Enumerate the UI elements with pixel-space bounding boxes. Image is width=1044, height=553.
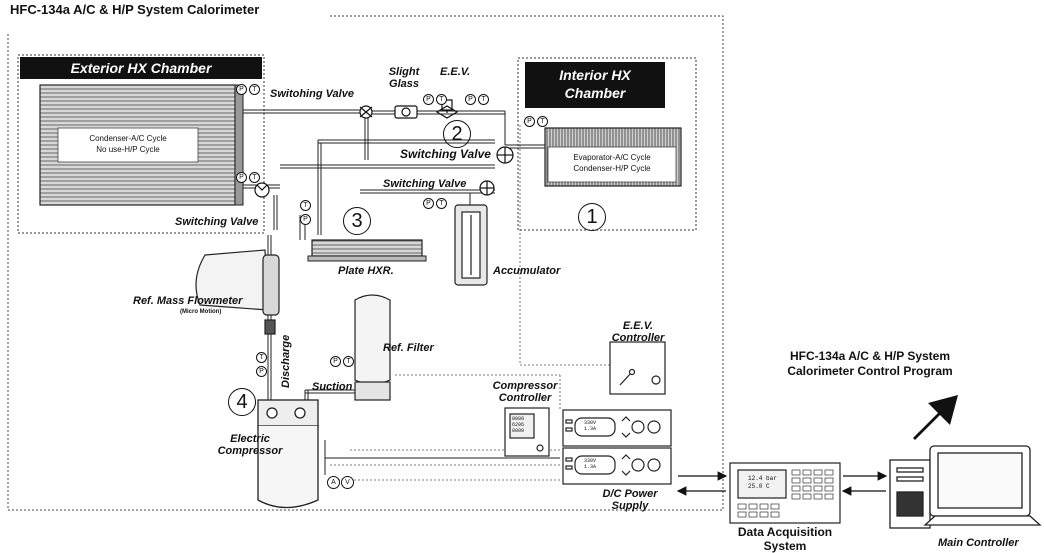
mass-flowmeter-label: Ref. Mass Flowmeter	[133, 295, 243, 307]
pressure-sensor-icon: P	[256, 366, 267, 377]
electric-compressor-label: Electric Compressor	[217, 433, 283, 457]
system-boundary	[7, 15, 724, 511]
pressure-sensor-icon: P	[423, 198, 434, 209]
ref-filter-icon	[354, 294, 391, 401]
sight-glass-icon	[394, 105, 418, 119]
plate-hxr-icon	[307, 239, 427, 262]
compressor-controller-label: Compressor Controller	[492, 380, 558, 404]
switching-valve-low-icon	[479, 180, 495, 196]
pressure-sensor-icon: P	[465, 94, 476, 105]
temperature-sensor-icon: T	[300, 200, 311, 211]
pressure-sensor-icon: P	[423, 94, 434, 105]
pressure-sensor-icon: P	[524, 116, 535, 127]
psu-top-display: 330V 1.3A	[584, 420, 597, 432]
temperature-sensor-icon: T	[478, 94, 489, 105]
component-number-4: 4	[228, 388, 256, 416]
temperature-sensor-icon: T	[436, 198, 447, 209]
interior-header-line1: Interior HX	[559, 67, 631, 83]
electric-compressor-icon	[257, 399, 319, 509]
pressure-sensor-icon: P	[300, 214, 311, 225]
temperature-sensor-icon: T	[256, 352, 267, 363]
pressure-sensor-icon: P	[236, 84, 247, 95]
temperature-sensor-icon: T	[249, 172, 260, 183]
pressure-sensor-icon: P	[330, 356, 341, 367]
accumulator-icon	[454, 204, 488, 286]
temperature-sensor-icon: T	[249, 84, 260, 95]
switching-valve-left-label: Switching Valve	[175, 216, 259, 228]
switching-valve-left-icon	[254, 182, 270, 198]
interior-chamber-box	[517, 57, 697, 231]
pressure-sensor-icon: P	[236, 172, 247, 183]
diagram-title: HFC-134a A/C & H/P System Calorimeter	[10, 2, 260, 17]
component-number-2: 2	[443, 120, 471, 148]
ref-filter-label: Ref. Filter	[383, 342, 434, 354]
daq-box	[729, 462, 841, 524]
micro-motion-label: (Micro Motion)	[180, 309, 222, 315]
temperature-sensor-icon: T	[537, 116, 548, 127]
exterior-chamber-header: Exterior HX Chamber	[20, 57, 262, 79]
switching-valve-mid-label: Switching Valve	[400, 147, 491, 161]
component-number-3: 3	[343, 207, 371, 235]
compressor-controller-box	[504, 407, 550, 457]
exterior-coil-label: Condenser-A/C Cycle No use-H/P Cycle	[89, 134, 167, 154]
main-controller-label: Main Controller	[938, 537, 1019, 549]
dc-power-label: D/C Power Supply	[602, 488, 658, 512]
switching-valve-top-label: Switohing Valve	[270, 88, 354, 100]
interior-header-line2: Chamber	[564, 85, 626, 101]
big-arrow-icon	[913, 395, 958, 440]
eev-controller-box	[609, 341, 666, 395]
voltmeter-icon: V	[341, 476, 354, 489]
component-number-1: 1	[578, 203, 606, 231]
eev-controller-label: E.E.V. Controller	[611, 320, 665, 344]
ammeter-icon: A	[327, 476, 340, 489]
eev-icon	[435, 99, 459, 119]
switching-valve-mid-icon	[496, 146, 514, 164]
plate-hxr-label: Plate HXR.	[338, 265, 394, 277]
accumulator-label: Accumulator	[493, 265, 561, 277]
dc-power-supply-box	[562, 409, 672, 485]
mass-flowmeter-icon	[195, 249, 280, 335]
compressor-controller-display: 0000 6206 0000	[512, 416, 525, 434]
discharge-label: Discharge	[280, 334, 292, 388]
interior-chamber-header: Interior HX Chamber	[525, 62, 665, 108]
main-controller-pc	[889, 445, 1042, 529]
interior-coil-label: Evaporator-A/C Cycle Condenser-H/P Cycle	[573, 153, 651, 173]
daq-label: Data Acquisition System	[737, 525, 833, 553]
temperature-sensor-icon: T	[343, 356, 354, 367]
eev-label: E.E.V.	[440, 66, 471, 78]
temperature-sensor-icon: T	[436, 94, 447, 105]
switching-valve-top-icon	[359, 105, 373, 119]
sight-glass-label: Slight Glass	[388, 66, 420, 90]
switching-valve-low-label: Switching Valve	[383, 178, 467, 190]
suction-label: Suction	[312, 381, 353, 393]
control-program-label: HFC-134a A/C & H/P System Calorimeter Co…	[787, 349, 953, 378]
psu-bottom-display: 330V 1.3A	[584, 458, 597, 470]
daq-display: 12.4 bar 25.0 C	[748, 475, 777, 490]
